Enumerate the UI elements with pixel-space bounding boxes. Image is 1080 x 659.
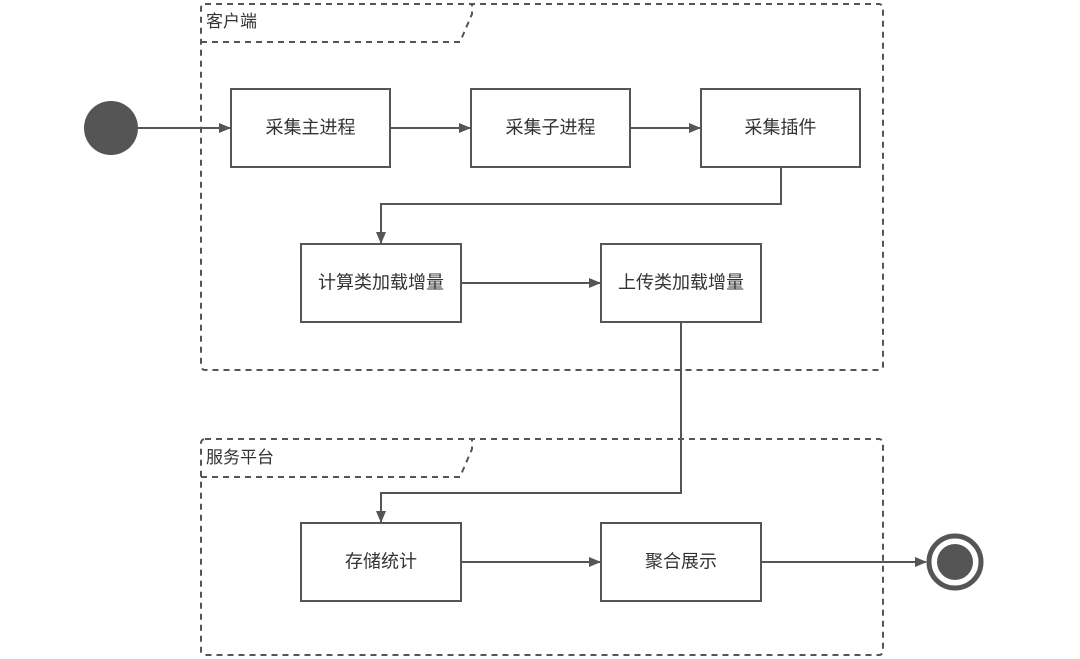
group-server-label: 服务平台	[206, 448, 274, 468]
node-label: 采集主进程	[266, 118, 356, 139]
node-label: 计算类加载增量	[318, 273, 444, 294]
node-label: 采集子进程	[506, 118, 596, 139]
edge-n5-n6	[376, 322, 682, 523]
node-collect-child-process[interactable]: 采集子进程	[470, 88, 631, 168]
node-storage-statistics[interactable]: 存储统计	[300, 522, 462, 602]
end-node-icon	[926, 533, 984, 591]
group-client: 客户端	[200, 3, 884, 371]
group-server-frame	[200, 438, 884, 656]
edge-n3-n4	[376, 167, 782, 244]
node-label: 存储统计	[345, 552, 417, 573]
group-server: 服务平台	[200, 438, 884, 656]
node-label: 采集插件	[745, 118, 817, 139]
start-node-icon	[84, 101, 138, 155]
group-client-frame	[200, 3, 884, 371]
node-upload-class-load-delta[interactable]: 上传类加载增量	[600, 243, 762, 323]
node-collect-plugin[interactable]: 采集插件	[700, 88, 861, 168]
node-collect-main-process[interactable]: 采集主进程	[230, 88, 391, 168]
edges	[138, 123, 927, 567]
node-label: 上传类加载增量	[618, 273, 744, 294]
node-aggregate-display[interactable]: 聚合展示	[600, 522, 762, 602]
node-compute-class-load-delta[interactable]: 计算类加载增量	[300, 243, 462, 323]
group-client-label: 客户端	[206, 12, 257, 32]
node-label: 聚合展示	[645, 552, 717, 573]
